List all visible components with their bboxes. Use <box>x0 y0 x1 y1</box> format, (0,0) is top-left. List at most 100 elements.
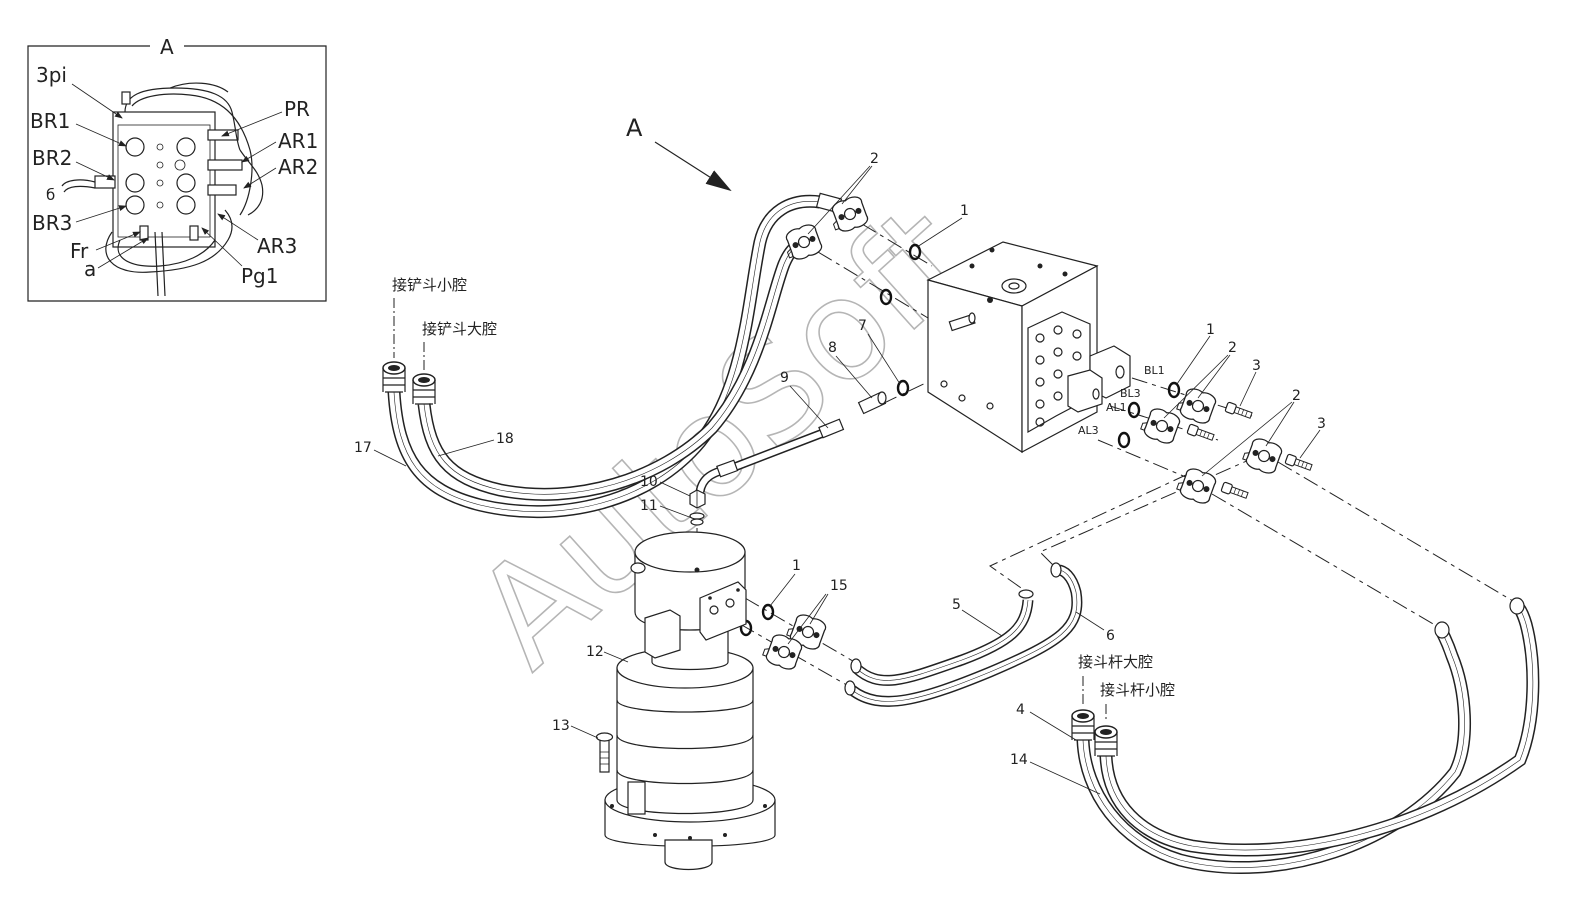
inset-fitting <box>189 225 199 241</box>
assembly-line <box>861 223 933 267</box>
leader-callout-8 <box>835 355 873 399</box>
swivel-band <box>616 734 754 750</box>
leader-callout-17 <box>373 449 407 467</box>
valve-top-port <box>1008 282 1020 290</box>
leader-callout-12 <box>603 651 629 663</box>
inset-label-br3: BR3 <box>32 211 72 235</box>
fitting-10 <box>689 489 706 509</box>
flange-al1 <box>1138 404 1183 447</box>
flange-bl1 <box>1174 384 1219 427</box>
top-elbow-fittings <box>780 192 871 264</box>
inset-side-fitting <box>94 175 116 189</box>
port-label-bl3: BL3 <box>1120 387 1141 400</box>
valve-top-hole <box>969 263 975 269</box>
hose-5 <box>852 599 1034 686</box>
inset-spool-cap <box>176 195 196 215</box>
leader-pr <box>221 111 283 137</box>
leader-callout-2 <box>1265 401 1295 447</box>
flange-bl3 <box>1240 434 1285 477</box>
leader-fr <box>95 231 141 251</box>
o-ring <box>879 288 893 306</box>
leader-ar3 <box>217 213 259 241</box>
valve-side-hole <box>958 394 966 402</box>
assembly-line <box>1097 439 1189 479</box>
hose-18-end-fitting <box>412 373 436 405</box>
hose-9 <box>695 418 845 493</box>
o-ring <box>896 379 910 397</box>
leader-callout-15 <box>809 593 829 625</box>
leader-callout-14 <box>1029 761 1101 795</box>
inset-label-br1: BR1 <box>30 109 70 133</box>
hose-6-end <box>844 680 856 696</box>
bolt-13-thread <box>600 751 609 765</box>
inset-spool-cap <box>176 137 196 157</box>
hose-4-end-fitting <box>1071 709 1095 741</box>
swivel-center-hole <box>694 567 700 573</box>
inset-hose <box>154 231 166 297</box>
inset-port <box>174 159 186 171</box>
leader-callout-11 <box>659 505 693 519</box>
fitting-11 <box>689 512 705 526</box>
hose-9-ferrule <box>716 459 739 478</box>
swivel-body <box>616 667 754 815</box>
swivel-port-bolt <box>736 588 740 592</box>
washer <box>689 512 705 520</box>
valve-port <box>1072 329 1082 339</box>
bolt-3 <box>1220 481 1250 501</box>
inset-side-fitting <box>207 184 237 196</box>
leader-callout-15 <box>787 593 827 645</box>
inset-fitting <box>139 225 149 241</box>
callout-18: 18 <box>496 431 514 447</box>
callout-1: 1 <box>1206 322 1215 338</box>
valve-top-hole <box>989 247 995 253</box>
leader-ar2 <box>243 167 277 189</box>
flange-bolt-hole <box>610 804 614 808</box>
inset-spool-cap <box>125 137 145 157</box>
callout-1: 1 <box>960 203 969 219</box>
leader-callout-2 <box>1197 354 1231 399</box>
inset-leaders <box>71 83 283 269</box>
callout-17: 17 <box>354 440 372 456</box>
bolt-13-head <box>595 732 614 742</box>
leader-callout-2 <box>1201 401 1293 477</box>
note-arm-rod-side: 接斗杆小腔 <box>1100 681 1175 699</box>
callout-1: 1 <box>792 558 801 574</box>
assembly-line <box>989 473 1189 591</box>
valve-side-port <box>1115 365 1125 379</box>
flange-bolt-hole <box>763 804 767 808</box>
hose-18-center <box>423 243 807 495</box>
flange-al3 <box>1174 464 1219 507</box>
bolt-3 <box>1224 401 1254 421</box>
leader-br3 <box>75 205 127 223</box>
o-ring <box>1117 431 1131 449</box>
inset-valve-plate <box>117 124 211 238</box>
inset-view-a: A <box>27 35 327 302</box>
inset-hose <box>169 82 229 93</box>
callout-6: 6 <box>1106 628 1115 644</box>
inset-label-a: a <box>84 257 96 281</box>
hex-nut <box>689 489 706 509</box>
callout-2: 2 <box>1292 388 1301 404</box>
o-ring <box>1167 381 1181 399</box>
inset-label-pr: PR <box>284 97 310 121</box>
inset-port <box>156 161 164 169</box>
leader-callout-3 <box>1239 371 1257 407</box>
inset-label-br2: BR2 <box>32 146 72 170</box>
o-ring <box>761 603 775 621</box>
hose-14-center <box>1105 605 1534 851</box>
o-ring <box>1127 401 1141 419</box>
o-ring <box>908 243 922 261</box>
inset-side-fitting <box>207 159 243 171</box>
leader-callout-1 <box>769 573 796 607</box>
inset-spool-cap <box>176 173 196 193</box>
inset-hose <box>105 209 233 273</box>
hose-5-center <box>855 599 1029 681</box>
valve-port <box>1053 391 1063 401</box>
valve-side-block <box>1067 369 1103 413</box>
valve-side-port <box>1092 388 1100 400</box>
leader-3pi <box>71 83 123 119</box>
leader-callout-2 <box>1163 354 1229 419</box>
o-rings <box>739 243 1181 637</box>
callout-2: 2 <box>1228 340 1237 356</box>
